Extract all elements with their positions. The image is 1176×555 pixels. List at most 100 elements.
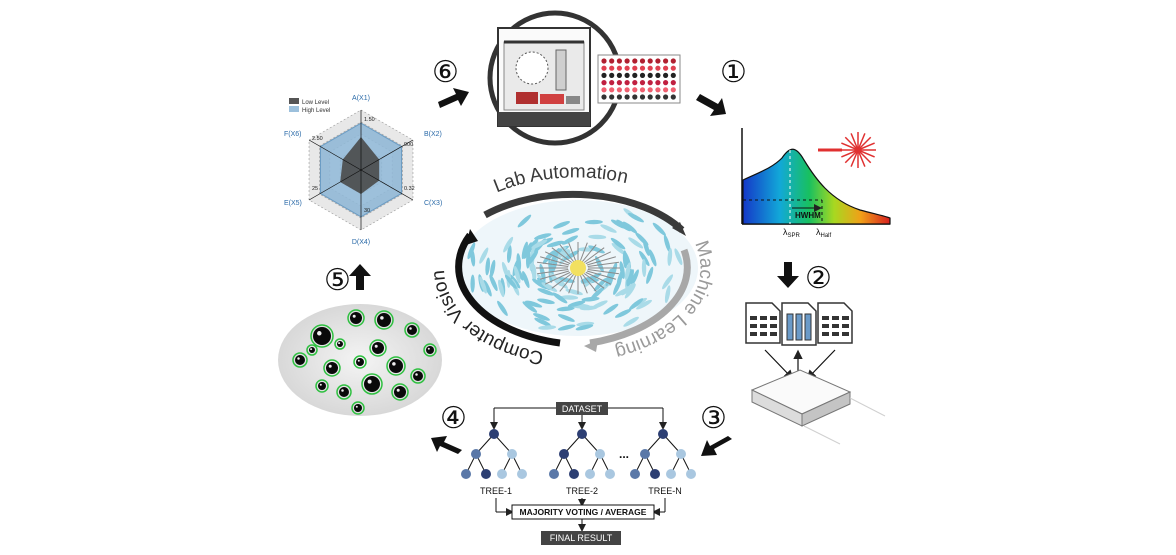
tick-b: 900 (404, 142, 413, 148)
final-result-box (541, 531, 621, 545)
nanorod (534, 233, 552, 240)
well (639, 87, 646, 93)
well (632, 58, 638, 64)
nanorod (662, 274, 674, 290)
nanorods (467, 208, 691, 331)
ligand-chain (540, 270, 570, 280)
nanorod (489, 259, 496, 278)
nanorod (567, 300, 586, 308)
nanorod (498, 279, 505, 298)
well (663, 58, 669, 64)
well (647, 87, 653, 93)
nanorod (537, 288, 555, 296)
ligand-chain (586, 256, 616, 266)
well (655, 87, 661, 93)
particle-core (570, 260, 586, 276)
nanorod (663, 234, 671, 253)
nanorod (646, 266, 654, 284)
ligand-chain (587, 269, 620, 275)
well (655, 58, 661, 64)
ligand-chain (583, 247, 605, 263)
spectrum-curve (742, 148, 891, 225)
tree-node (517, 469, 527, 479)
well (601, 58, 607, 64)
nanorod (470, 274, 475, 293)
tree-node (507, 449, 517, 459)
radar-low-level (340, 137, 380, 194)
tree-node (650, 469, 660, 479)
nanorod (526, 238, 539, 253)
well (639, 94, 646, 100)
ligand-chain (579, 242, 588, 262)
data-file-icon (781, 302, 817, 346)
droplet (339, 387, 349, 397)
voting-label: MAJORITY VOTING / AVERAGE (520, 507, 647, 517)
legend-high: High Level (302, 108, 330, 114)
laser-ray (857, 136, 872, 151)
droplet-highlight (374, 344, 378, 348)
droplet-highlight (341, 389, 344, 392)
droplet-halo (315, 379, 329, 393)
well (609, 80, 615, 86)
nanorod (560, 295, 579, 300)
arc-machine-learning (589, 248, 691, 347)
axis-label-a: A(X1) (352, 95, 370, 102)
tick-c: 0.32 (404, 186, 415, 192)
nanorod (525, 300, 543, 308)
droplet-highlight (415, 373, 418, 376)
nanorod (626, 268, 633, 287)
arrow-1-icon (696, 94, 726, 116)
droplet (313, 327, 331, 345)
step-markers: ① ② ③ ④ ⑤ ⑥ (324, 56, 832, 456)
ligand-chain (540, 256, 570, 266)
well (616, 87, 623, 93)
well (609, 94, 615, 100)
droplet-highlight (392, 362, 396, 366)
nanorod (556, 306, 575, 312)
nanorod (628, 237, 644, 249)
ligand-chain (586, 270, 616, 280)
well (655, 80, 661, 86)
dataset-label: DATASET (562, 404, 603, 414)
well (639, 65, 646, 71)
well (670, 80, 676, 86)
well (624, 58, 630, 64)
well (616, 94, 623, 100)
tree-node (497, 469, 507, 479)
droplet-halo (404, 322, 420, 338)
nanorod (541, 282, 558, 292)
nanorod (579, 305, 598, 311)
well (663, 94, 669, 100)
droplet (364, 376, 380, 392)
nanorod (534, 317, 551, 327)
ligand-chain (536, 269, 569, 275)
nanorod (664, 285, 671, 303)
droplet-highlight (427, 347, 430, 350)
droplet-highlight (352, 314, 356, 318)
nanorod (641, 259, 647, 278)
nanorod (614, 309, 632, 318)
nanorod (557, 277, 575, 283)
well (670, 58, 676, 64)
well (655, 65, 661, 71)
droplet-halo (374, 310, 394, 330)
nanorod (603, 303, 619, 315)
arrow-4-icon (431, 436, 462, 454)
well (632, 72, 638, 78)
well (616, 72, 623, 78)
tick-a: 1.50 (364, 117, 375, 123)
tree-node (605, 469, 615, 479)
nanorod (517, 214, 532, 228)
droplet-highlight (409, 327, 412, 330)
well (601, 72, 607, 78)
nanorod (621, 282, 636, 296)
legend-low: Low Level (302, 100, 329, 106)
droplet-highlight (380, 316, 384, 320)
well (601, 80, 607, 86)
laser-ray (857, 149, 872, 164)
ligand-chain (568, 274, 577, 294)
well (647, 65, 653, 71)
lab-robot (487, 10, 681, 146)
nanorod (585, 272, 602, 283)
well (647, 58, 653, 64)
